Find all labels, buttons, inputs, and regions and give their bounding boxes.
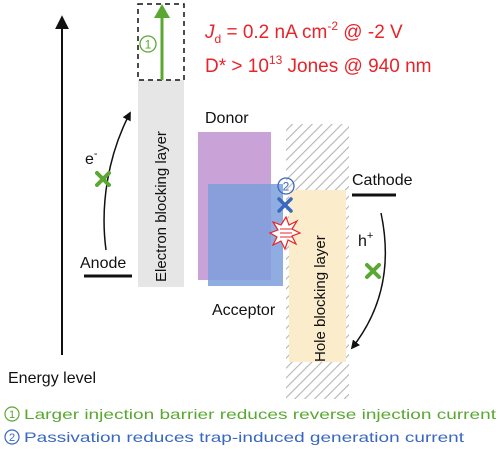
- anode-label: Anode: [80, 255, 126, 272]
- marker-2-number: 2: [283, 180, 290, 194]
- electron-label: e-: [85, 148, 98, 168]
- marker-2-circle: [277, 177, 295, 195]
- electron-blocking-layer-label: Electron blocking layer: [153, 131, 170, 282]
- marker-1-number: 1: [145, 38, 152, 52]
- hole-blocking-layer: [289, 190, 346, 362]
- green-arrow-head: [154, 4, 170, 18]
- svg-text:1: 1: [9, 409, 15, 421]
- svg-text:2: 2: [9, 432, 15, 444]
- svg-text:Passivation reduces trap-induc: Passivation reduces trap-induced generat…: [24, 429, 464, 445]
- hole-path-arrow: [350, 212, 387, 350]
- blue-cross-icon: [277, 197, 293, 213]
- dark-current-metric: Jd = 0.2 nA cm-2 @ -2 V: [204, 19, 403, 46]
- acceptor-label: Acceptor: [212, 302, 276, 319]
- legend-item-1: 1 Larger injection barrier reduces rever…: [4, 406, 496, 422]
- hole-blocking-layer-label: Hole blocking layer: [312, 235, 329, 362]
- energy-level-label: Energy level: [8, 370, 96, 387]
- green-cross-electron-icon: [95, 171, 111, 187]
- svg-text:Larger injection barrier reduc: Larger injection barrier reduces reverse…: [24, 406, 496, 422]
- legend-item-2: 2 Passivation reduces trap-induced gener…: [4, 429, 464, 445]
- electron-path-arrow: [103, 111, 131, 251]
- cathode-label: Cathode: [352, 172, 413, 189]
- donor-label: Donor: [205, 110, 249, 127]
- detectivity-metric: D* > 1013 Jones @ 940 nm: [205, 53, 431, 77]
- marker-1-circle: [139, 35, 157, 53]
- acceptor-layer: [208, 184, 283, 286]
- electron-blocking-layer: [138, 80, 184, 287]
- green-cross-hole-icon: [365, 263, 381, 279]
- trap-burst-icon: [268, 215, 302, 251]
- hole-label: h+: [358, 230, 373, 250]
